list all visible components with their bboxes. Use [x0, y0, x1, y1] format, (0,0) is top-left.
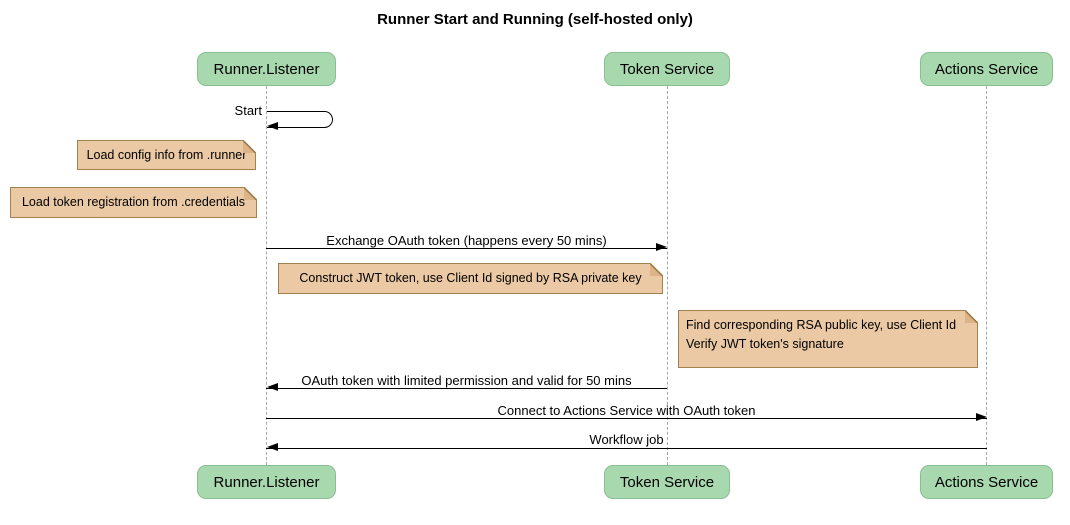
note-text: Construct JWT token, use Client Id signe…: [299, 271, 642, 285]
arrowhead-left-icon: [267, 383, 278, 391]
self-message-loop: [267, 111, 333, 128]
message-label-start: Start: [234, 103, 262, 118]
note-verify-jwt: Find corresponding RSA public key, use C…: [678, 310, 978, 368]
note-load-config: Load config info from .runner: [77, 140, 256, 170]
arrowhead-left-icon: [267, 443, 278, 451]
message-label-connect-actions: Connect to Actions Service with OAuth to…: [497, 403, 756, 418]
participant-label: Token Service: [619, 60, 715, 78]
note-fold-icon: [244, 187, 257, 200]
note-text-line2: Verify JWT token's signature: [686, 337, 844, 351]
lifeline-runner-listener: [266, 86, 267, 465]
message-label-exchange-oauth: Exchange OAuth token (happens every 50 m…: [326, 233, 607, 248]
arrowhead-left-icon: [267, 122, 278, 130]
participant-label: Runner.Listener: [213, 473, 320, 491]
message-label-oauth-return: OAuth token with limited permission and …: [301, 373, 632, 388]
message-line: [266, 388, 667, 389]
note-text: Load config info from .runner: [86, 148, 247, 162]
participant-label: Token Service: [619, 473, 715, 491]
note-load-token-registration: Load token registration from .credential…: [10, 187, 257, 218]
participant-label: Actions Service: [934, 473, 1039, 491]
participant-bottom-actions-service: Actions Service: [920, 465, 1053, 499]
note-text: Load token registration from .credential…: [21, 195, 246, 209]
message-line: [266, 448, 987, 449]
participant-label: Actions Service: [934, 60, 1039, 78]
message-line: [266, 248, 667, 249]
message-line: [266, 418, 987, 419]
diagram-title: Runner Start and Running (self-hosted on…: [377, 11, 693, 28]
note-fold-icon: [965, 310, 978, 323]
participant-top-actions-service: Actions Service: [920, 52, 1053, 86]
lifeline-token-service: [667, 86, 668, 465]
note-fold-icon: [243, 140, 256, 153]
participant-top-runner-listener: Runner.Listener: [197, 52, 336, 86]
note-construct-jwt: Construct JWT token, use Client Id signe…: [278, 263, 663, 294]
message-label-workflow-job: Workflow job: [589, 432, 664, 447]
arrowhead-right-icon: [976, 413, 987, 421]
participant-bottom-runner-listener: Runner.Listener: [197, 465, 336, 499]
arrowhead-right-icon: [656, 243, 667, 251]
lifeline-actions-service: [986, 86, 987, 465]
participant-top-token-service: Token Service: [604, 52, 730, 86]
note-text-line1: Find corresponding RSA public key, use C…: [686, 318, 957, 332]
participant-label: Runner.Listener: [213, 60, 320, 78]
note-fold-icon: [650, 263, 663, 276]
participant-bottom-token-service: Token Service: [604, 465, 730, 499]
